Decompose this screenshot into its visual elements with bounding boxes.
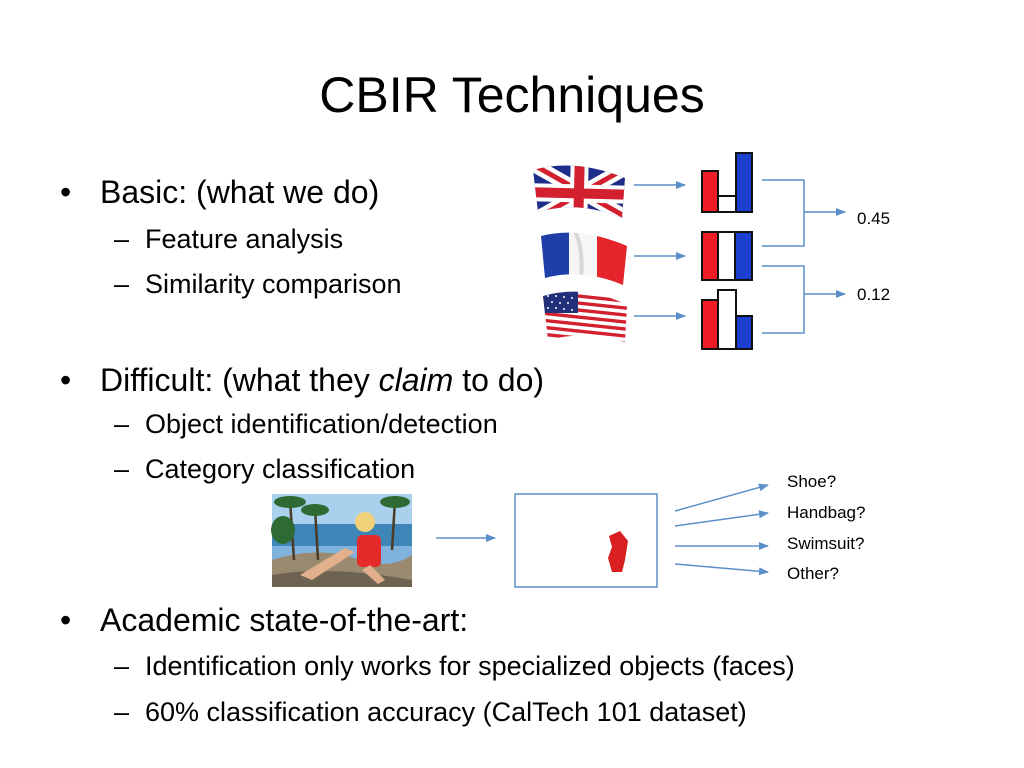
candidate-label-other: Other? — [787, 564, 839, 583]
sub-dash: – — [114, 269, 130, 299]
bullet-difficult-text-pre: Difficult: (what they — [100, 362, 379, 398]
sub-classification-accuracy: –60% classification accuracy (CalTech 10… — [114, 695, 747, 729]
arrow-to-handbag — [674, 510, 769, 527]
histogram-france — [701, 231, 753, 281]
us-flag-image — [543, 291, 627, 342]
bracket-uk-france — [762, 179, 805, 247]
bullet-academic: • Academic state-of-the-art: — [60, 600, 468, 640]
sub-feature-analysis: –Feature analysis — [114, 222, 343, 256]
similarity-score-1: 0.45 — [857, 209, 891, 228]
bullet-basic-text: Basic: (what we do) — [100, 174, 380, 210]
candidate-label-swimsuit: Swimsuit? — [787, 534, 865, 553]
arrow-to-other — [674, 563, 769, 576]
segmented-object-box — [514, 493, 658, 588]
sub-dash: – — [114, 651, 130, 681]
arrow-to-shoe — [674, 483, 769, 512]
sub-text: 60% classification accuracy (CalTech 101… — [145, 697, 747, 727]
sub-object-identification: –Object identification/detection — [114, 407, 498, 441]
swimsuit-segment-image — [608, 531, 628, 572]
sub-dash: – — [114, 409, 130, 439]
similarity-score-2: 0.12 — [857, 285, 891, 304]
sub-dash: – — [114, 697, 130, 727]
bullet-academic-text: Academic state-of-the-art: — [100, 602, 469, 638]
slide-title: CBIR Techniques — [319, 67, 705, 123]
histogram-us — [701, 289, 753, 350]
bullet-difficult-text-post: to do) — [453, 362, 545, 398]
sub-text: Feature analysis — [145, 224, 344, 254]
bullet-difficult-emphasis: claim — [378, 362, 454, 398]
histogram-uk — [701, 152, 753, 213]
uk-flag-image — [533, 165, 625, 218]
sub-text: Identification only works for specialize… — [145, 651, 795, 681]
candidate-label-shoe: Shoe? — [787, 472, 837, 491]
bullet-dot: • — [60, 174, 72, 210]
sub-text: Similarity comparison — [145, 269, 402, 299]
sub-dash: – — [114, 224, 130, 254]
bullet-dot: • — [60, 602, 72, 638]
sub-category-classification: –Category classification — [114, 452, 415, 486]
bullet-basic: • Basic: (what we do) — [60, 172, 379, 212]
sub-text: Object identification/detection — [145, 409, 498, 439]
bullet-dot: • — [60, 362, 72, 398]
bullet-difficult: • Difficult: (what they claim to do) — [60, 360, 544, 400]
beach-photo-image — [271, 494, 412, 587]
france-flag-image — [541, 232, 627, 285]
sub-identification-faces: –Identification only works for specializ… — [114, 649, 795, 683]
candidate-label-handbag: Handbag? — [787, 503, 866, 522]
bracket-france-us — [762, 265, 805, 334]
sub-dash: – — [114, 454, 130, 484]
sub-text: Category classification — [145, 454, 416, 484]
sub-similarity-comparison: –Similarity comparison — [114, 267, 402, 301]
